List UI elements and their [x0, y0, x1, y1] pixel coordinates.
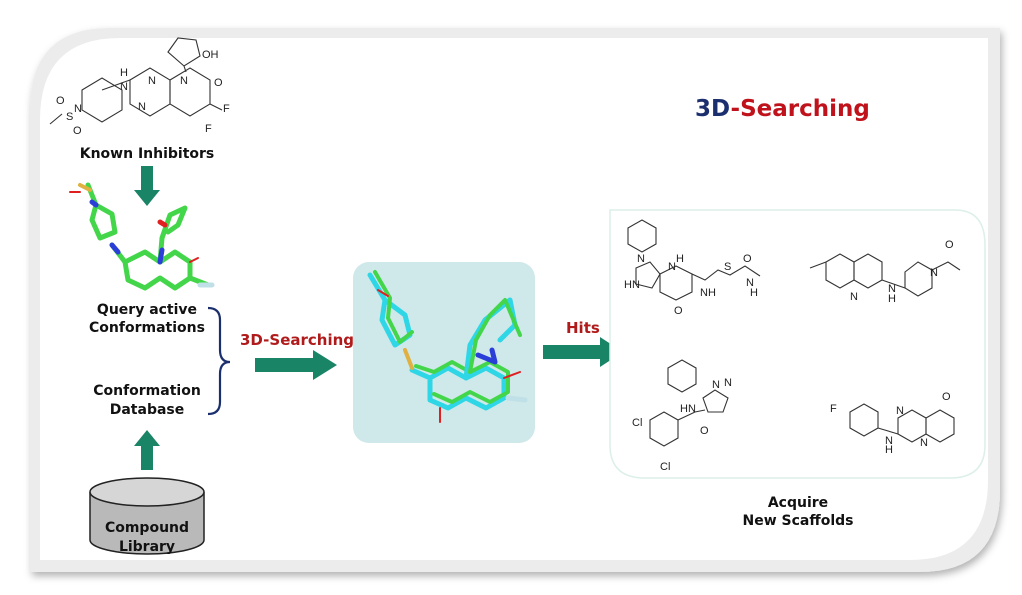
- library-label-line1: Compound: [105, 520, 189, 536]
- known-inhibitors-label: Known Inhibitors: [80, 146, 215, 162]
- atom-label: Cl: [660, 461, 670, 473]
- title-3d: 3D: [695, 96, 731, 122]
- atom-label: O: [743, 253, 752, 265]
- hits-arrow-icon: [543, 337, 623, 367]
- hits-panel: [609, 209, 986, 479]
- main-title: 3D-Searching: [695, 96, 870, 122]
- atom-label: F: [223, 103, 230, 115]
- acquire-label-line1: Acquire: [768, 495, 828, 511]
- library-label-line2: Library: [119, 539, 175, 555]
- atom-label: OH: [202, 49, 219, 61]
- down-arrow-icon: [134, 166, 160, 206]
- atom-label: HN: [680, 403, 696, 415]
- atom-label: N: [637, 253, 645, 265]
- right-arrow-icon: [255, 350, 337, 380]
- atom-label: HN: [624, 279, 640, 291]
- atom-label: N: [668, 261, 676, 273]
- atom-label: F: [205, 123, 212, 135]
- atom-label: H: [676, 253, 684, 265]
- db-label-line1: Conformation: [93, 383, 201, 399]
- atom-label: N: [888, 283, 896, 295]
- atom-label: N: [930, 267, 938, 279]
- atom-label: O: [700, 425, 709, 437]
- query-label-line1: Query active: [97, 302, 197, 318]
- atom-label: F: [830, 403, 837, 415]
- atom-label: N: [120, 81, 128, 93]
- atom-label: N: [74, 103, 82, 115]
- atom-label: S: [724, 261, 731, 273]
- atom-label: N: [885, 435, 893, 447]
- atom-label: N: [138, 101, 146, 113]
- title-searching: -Searching: [731, 96, 870, 122]
- atom-label: Cl: [632, 417, 642, 429]
- atom-label: N: [746, 277, 754, 289]
- atom-label: O: [942, 391, 951, 403]
- atom-label: N: [850, 291, 858, 303]
- atom-label: H: [120, 67, 128, 79]
- atom-label: S: [66, 111, 73, 123]
- hit-structure-4: [849, 403, 955, 443]
- atom-label: N: [724, 377, 732, 389]
- atom-label: H: [885, 444, 893, 456]
- atom-label: H: [750, 287, 758, 299]
- atom-label: NH: [700, 287, 716, 299]
- hit-structure-2: [809, 253, 961, 297]
- compound-library-cylinder: Compound Library: [89, 477, 205, 555]
- atom-label: O: [674, 305, 683, 317]
- atom-label: O: [214, 77, 223, 89]
- query-conformation-model: [69, 182, 215, 291]
- hit-structure-1: [627, 219, 761, 301]
- search-step-label: 3D-Searching: [240, 331, 354, 349]
- overlay-model: [367, 270, 528, 423]
- atom-label: O: [56, 95, 65, 107]
- atom-label: O: [945, 239, 954, 251]
- db-label-line2: Database: [110, 402, 185, 418]
- up-arrow-icon: [134, 430, 160, 470]
- hit-structure-3: [649, 359, 729, 447]
- hits-label: Hits: [566, 319, 600, 337]
- atom-label: N: [148, 75, 156, 87]
- atom-label: N: [712, 379, 720, 391]
- acquire-label-line2: New Scaffolds: [743, 513, 854, 529]
- atom-label: N: [180, 75, 188, 87]
- query-label-line2: Conformations: [89, 320, 205, 336]
- curly-brace: [207, 306, 231, 416]
- atom-label: N: [896, 405, 904, 417]
- atom-label: H: [888, 293, 896, 305]
- atom-label: N: [920, 437, 928, 449]
- known-inhibitor-structure: [49, 37, 223, 125]
- atom-label: O: [73, 125, 82, 137]
